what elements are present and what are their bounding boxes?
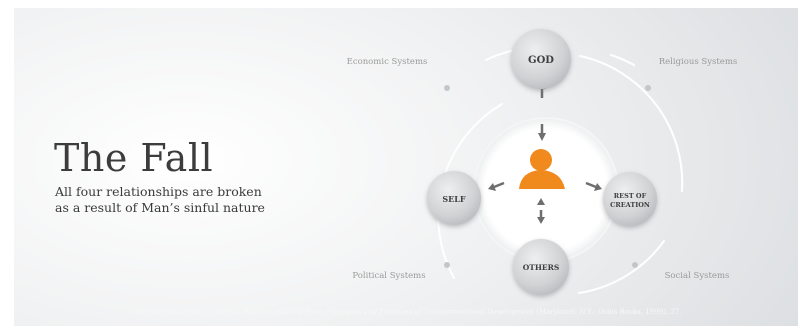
arrow-to-self	[488, 181, 505, 191]
arrows	[488, 81, 602, 224]
citation: Adapted from Bryant L. Myers, Walking wi…	[14, 308, 798, 316]
node-others-label: OTHERS	[523, 263, 560, 272]
relationships-diagram: Economic Systems Religious Systems Polit…	[347, 29, 738, 295]
arrow-to-creation	[585, 181, 602, 191]
subtitle-line-1: All four relationships are broken	[55, 184, 262, 199]
slide: The Fall All four relationships are brok…	[14, 8, 798, 326]
slide-subtitle: All four relationships are broken as a r…	[55, 184, 315, 216]
arrow-to-others	[537, 210, 545, 224]
economic-systems-label: Economic Systems	[347, 57, 428, 67]
outer-ring-arc-right	[579, 55, 684, 192]
outer-ring-arc-bottom	[578, 240, 665, 294]
node-rest-of-creation: REST OF CREATION	[603, 172, 657, 226]
social-systems-label: Social Systems	[665, 271, 730, 281]
citation-book-title: Walking with the Poor: Principles and Pr…	[243, 308, 534, 316]
religious-systems-label: Religious Systems	[659, 57, 738, 67]
node-rest-label-1: REST OF	[614, 192, 647, 200]
subtitle-line-2: as a result of Man’s sinful nature	[55, 200, 265, 215]
religious-dot	[645, 85, 651, 91]
outer-ring-arc-top-left	[485, 50, 512, 61]
outer-ring-arc-top-right	[610, 54, 635, 66]
node-god: GOD	[511, 29, 571, 89]
node-others: OTHERS	[513, 239, 569, 295]
node-rest-label-2: CREATION	[610, 201, 650, 209]
arrow-from-god	[538, 124, 546, 141]
arrowhead-up-small	[537, 198, 545, 205]
node-god-label: GOD	[528, 55, 554, 66]
political-dot	[444, 262, 450, 268]
citation-pre: Adapted from Bryant L. Myers,	[130, 308, 244, 316]
slide-title: The Fall	[54, 136, 214, 180]
node-self-label: SELF	[442, 194, 466, 204]
node-self: SELF	[427, 171, 481, 225]
citation-post: (Maryknoll, N.Y.: Orbis Books, 1999), 27…	[533, 308, 682, 316]
political-systems-label: Political Systems	[352, 271, 425, 281]
person-icon	[519, 149, 565, 189]
social-dot	[632, 262, 638, 268]
economic-dot	[444, 85, 450, 91]
